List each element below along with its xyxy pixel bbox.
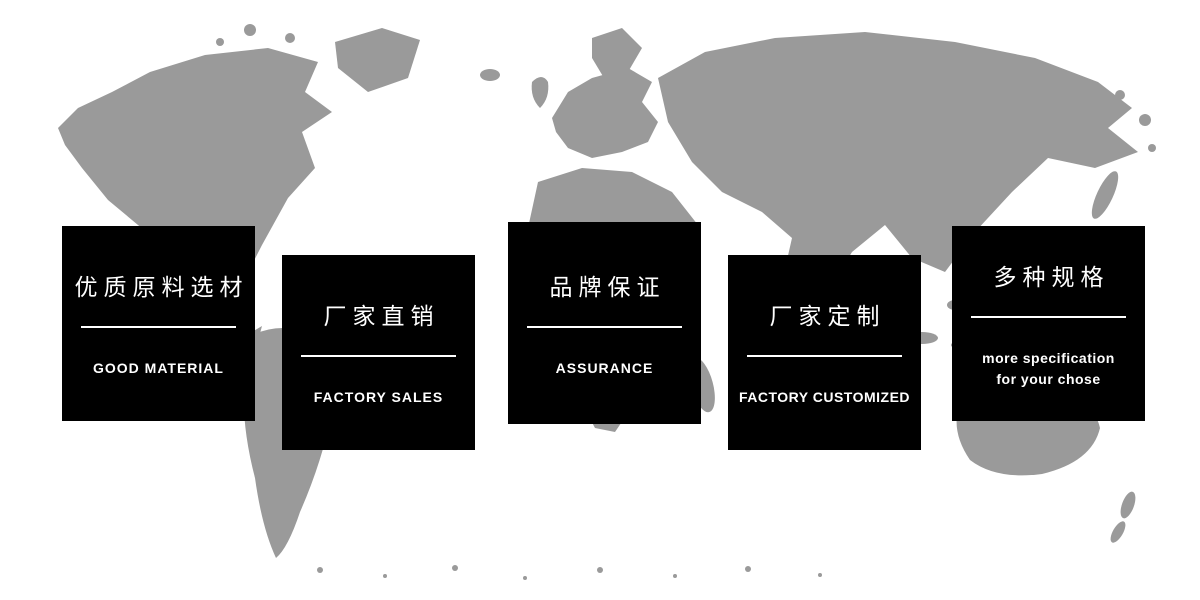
card-title-cn: 厂家定制 [769, 303, 886, 329]
card-title-cn: 多种规格 [993, 263, 1110, 290]
card-title-cn: 厂家直销 [323, 303, 440, 329]
feature-card-factory-customized: 厂家定制 FACTORY CUSTOMIZED [728, 255, 921, 450]
card-title-cn: 品牌保证 [549, 273, 666, 300]
feature-card-assurance: 品牌保证 ASSURANCE [508, 222, 701, 424]
card-divider [81, 326, 236, 328]
card-divider [301, 355, 456, 357]
feature-card-factory-sales: 厂家直销 FACTORY SALES [282, 255, 475, 450]
feature-card-more-specification: 多种规格 more specification for your chose [952, 226, 1145, 421]
card-divider [971, 315, 1126, 318]
card-subtitle-en: FACTORY CUSTOMIZED [738, 389, 911, 405]
feature-card-good-material: 优质原料选材 GOOD MATERIAL [62, 226, 255, 421]
card-subtitle-en: ASSURANCE [555, 359, 654, 376]
card-divider [747, 355, 902, 357]
card-subtitle-en: FACTORY SALES [313, 389, 444, 405]
card-divider [527, 325, 682, 328]
card-subtitle-en: GOOD MATERIAL [93, 360, 224, 376]
card-title-cn: 优质原料选材 [74, 274, 249, 300]
card-subtitle-en: more specification for your chose [982, 349, 1115, 387]
